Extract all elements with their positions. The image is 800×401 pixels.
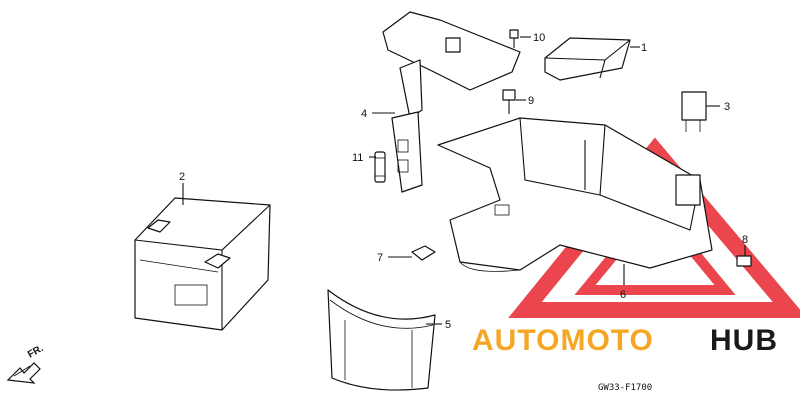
callout-3: 3 bbox=[724, 101, 730, 113]
callout-6: 6 bbox=[620, 289, 626, 301]
watermark-text-secondary: HUB bbox=[710, 324, 778, 357]
drawing-code: GW33-F1700 bbox=[598, 383, 652, 393]
relay-block-part bbox=[544, 37, 631, 81]
fuse-bracket-part bbox=[382, 11, 521, 193]
callout-1: 1 bbox=[641, 42, 647, 54]
watermark-text-primary: AUTOMOTO bbox=[472, 324, 654, 357]
callout-10: 10 bbox=[533, 32, 545, 44]
callout-8: 8 bbox=[742, 234, 748, 246]
callout-9: 9 bbox=[528, 95, 534, 107]
callout-7: 7 bbox=[377, 252, 383, 264]
bolt-10-part bbox=[509, 29, 519, 48]
callout-11: 11 bbox=[352, 152, 363, 164]
leader-lines bbox=[182, 36, 746, 325]
fuse-part bbox=[374, 151, 386, 183]
front-arrow-icon bbox=[6, 362, 41, 384]
relay-part bbox=[681, 91, 707, 132]
front-direction-label: FR. bbox=[26, 343, 46, 361]
callout-4: 4 bbox=[361, 108, 367, 120]
clip-part bbox=[411, 245, 436, 261]
callout-5: 5 bbox=[445, 319, 451, 331]
callout-2: 2 bbox=[179, 171, 185, 183]
battery-cover-part bbox=[327, 289, 436, 391]
battery-part bbox=[134, 197, 271, 331]
rubber-part bbox=[736, 255, 752, 267]
battery-case-part bbox=[437, 117, 713, 272]
watermark-text: AUTOMOTO HUB bbox=[472, 324, 778, 357]
screw-9-part bbox=[502, 89, 516, 114]
